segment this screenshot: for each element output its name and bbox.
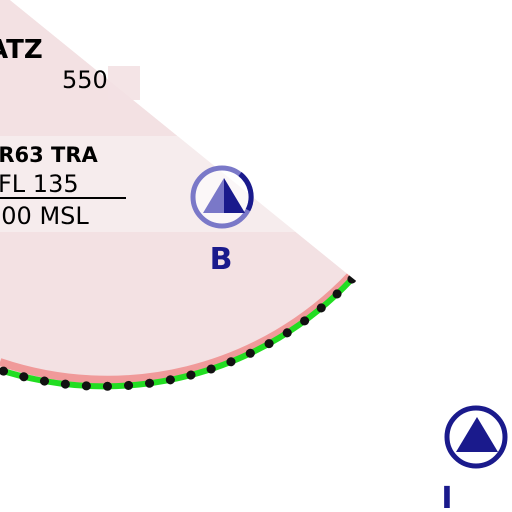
atz-boundary xyxy=(0,273,353,384)
reporting-point-i[interactable] xyxy=(444,405,508,469)
reporting-point-triangle xyxy=(456,417,498,452)
tra-name: TR63 TRA xyxy=(0,143,99,167)
reporting-point-i-label: I xyxy=(441,481,452,512)
reporting-point-b[interactable] xyxy=(190,165,254,229)
reporting-point-triangle-right xyxy=(224,178,245,213)
reporting-point-ring-dark xyxy=(238,172,254,212)
reporting-point-b-label: B xyxy=(210,242,233,277)
atz-altitude-mask xyxy=(108,66,140,100)
tra-lower-limit: 500 MSL xyxy=(0,202,89,230)
sector-mask xyxy=(10,0,512,512)
tra-upper-limit: FL 135 xyxy=(0,170,79,198)
tra-boundary-dots xyxy=(0,274,357,391)
reporting-point-triangle-left xyxy=(203,178,224,213)
atz-altitude: 550 xyxy=(62,66,108,94)
atz-label: ATZ xyxy=(0,35,43,65)
